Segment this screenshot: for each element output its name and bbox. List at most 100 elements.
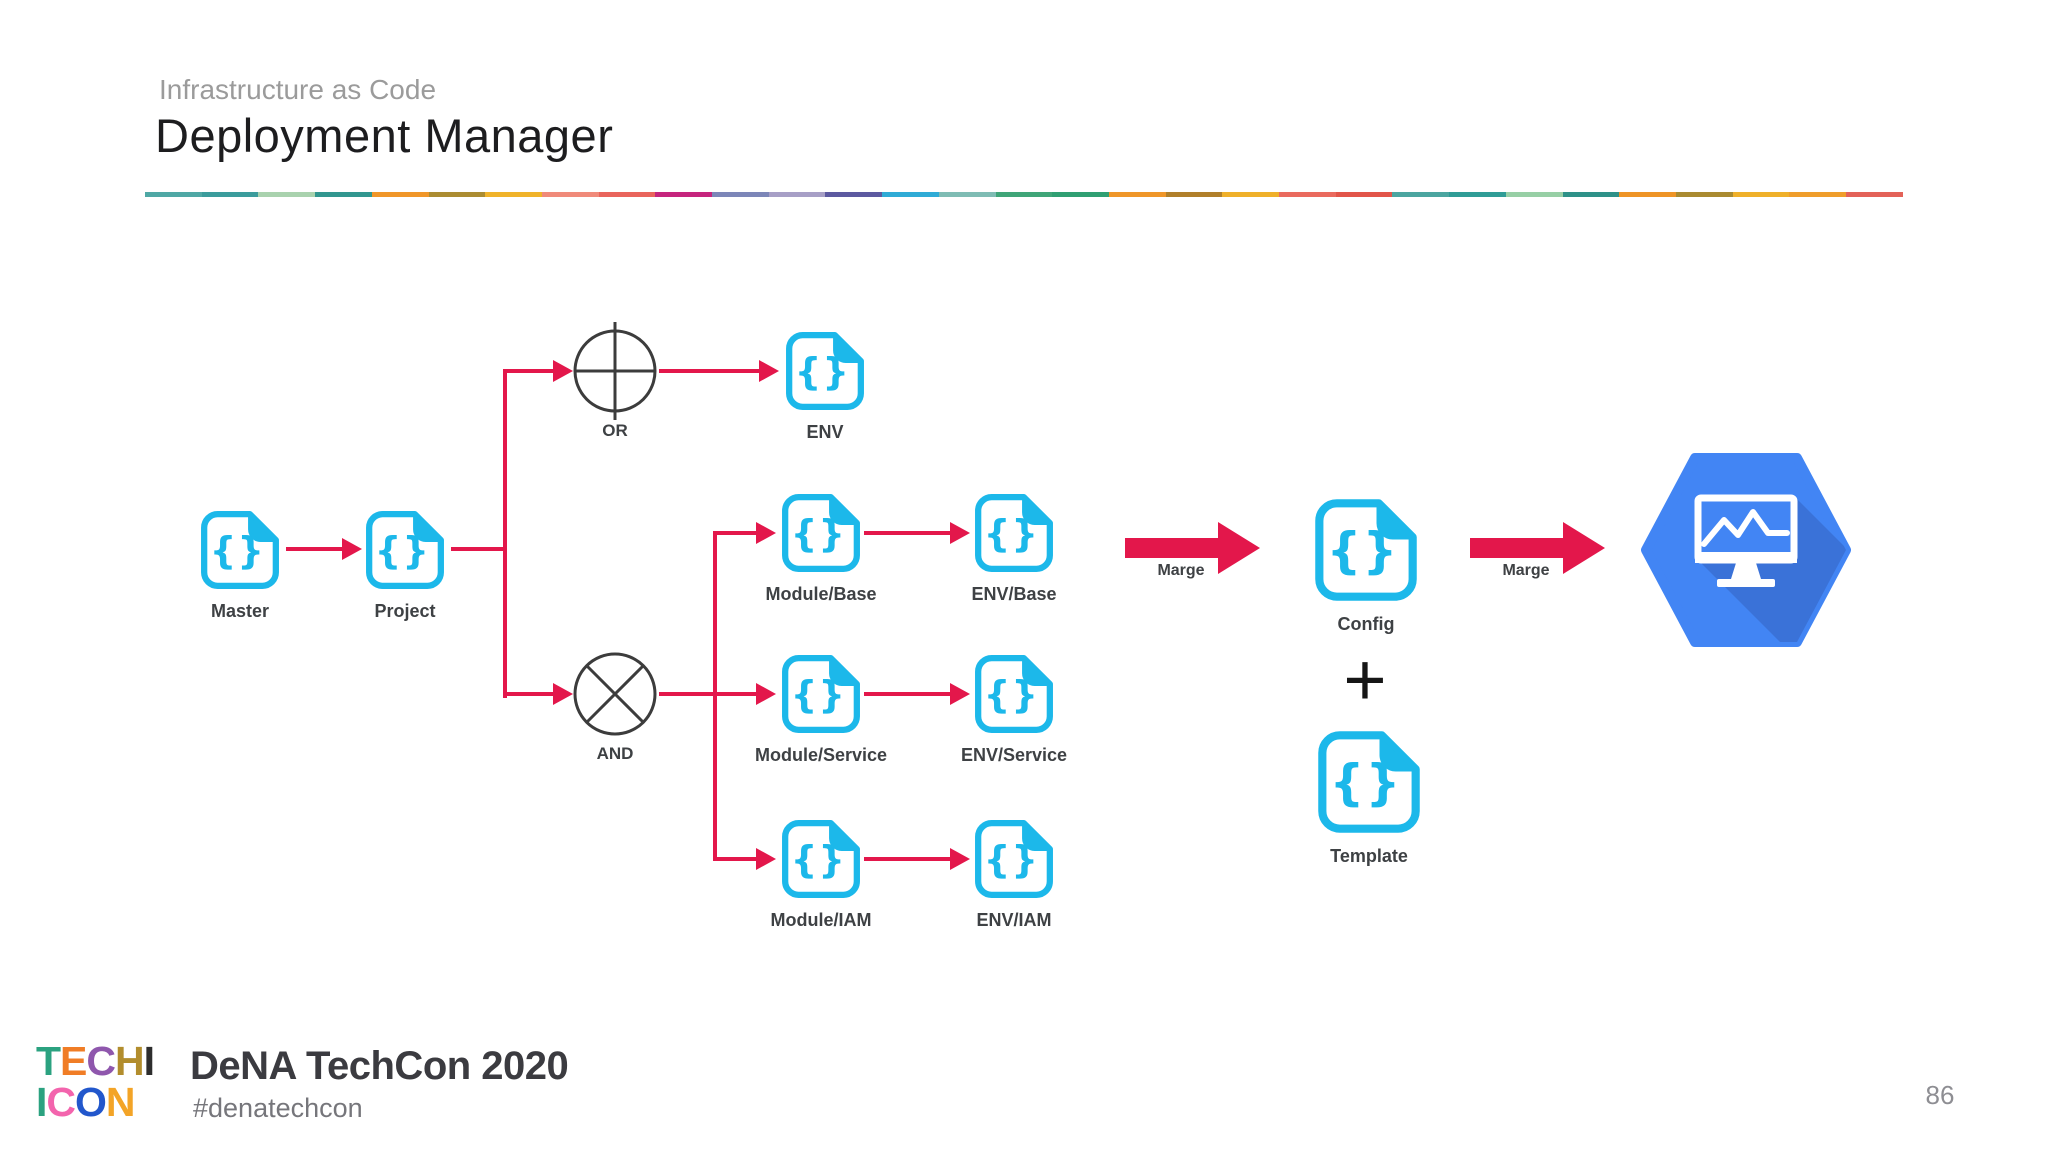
arrow-branch-to-or xyxy=(505,369,553,373)
divider-segment xyxy=(1165,192,1223,197)
svg-text:{}: {} xyxy=(791,837,846,881)
line-fanout-vertical xyxy=(713,531,717,861)
svg-text:{}: {} xyxy=(1326,523,1398,580)
merge-arrow-2-label: Marge xyxy=(1502,562,1550,579)
arrowhead xyxy=(342,538,362,560)
divider-segment xyxy=(1846,192,1903,197)
gate-label: OR xyxy=(602,421,628,440)
arrowhead xyxy=(759,360,779,382)
arrowhead xyxy=(553,360,573,382)
code-file-icon: {} xyxy=(1318,731,1420,833)
code-file-icon: {} xyxy=(786,332,864,410)
divider-segment xyxy=(1279,192,1336,197)
divider-segment xyxy=(882,192,939,197)
node-env: {} ENV xyxy=(725,328,925,443)
logo-letter: C xyxy=(46,1079,76,1125)
svg-text:{}: {} xyxy=(984,511,1039,555)
and-gate-icon xyxy=(573,652,657,736)
node-label: Module/Base xyxy=(765,584,877,604)
divider-segment xyxy=(1108,192,1166,197)
logo-letter: I xyxy=(36,1079,47,1125)
merge-arrow-1-head xyxy=(1218,522,1260,574)
node-label: Module/Service xyxy=(754,745,888,765)
node-module-iam: {} Module/IAM xyxy=(721,816,921,931)
arrow-fanout-to-module-iam xyxy=(715,857,756,861)
svg-text:{}: {} xyxy=(791,511,846,555)
logo-letter: C xyxy=(86,1038,116,1084)
slide-kicker: Infrastructure as Code xyxy=(159,74,437,105)
techcon-logo-row2: ICON xyxy=(36,1082,154,1123)
or-gate-icon xyxy=(573,322,657,420)
logo-letter: T xyxy=(36,1038,61,1084)
node-label: Config xyxy=(1337,614,1395,634)
node-label: Template xyxy=(1330,846,1408,866)
node-label: Module/IAM xyxy=(770,910,872,930)
divider-segment xyxy=(1675,192,1733,197)
gcp-deployment-manager-icon xyxy=(1641,453,1851,647)
code-file-icon: {} xyxy=(975,655,1053,733)
arrowhead xyxy=(950,848,970,870)
divider-segment xyxy=(825,192,883,197)
code-file-icon: {} xyxy=(782,655,860,733)
divider-segment xyxy=(541,192,599,197)
node-master: {} Master xyxy=(140,507,340,622)
node-label: ENV/IAM xyxy=(976,910,1052,930)
node-config: {} Config xyxy=(1266,494,1466,635)
node-label: ENV xyxy=(806,422,844,442)
svg-text:{}: {} xyxy=(984,672,1039,716)
techcon-logo-row1: TECHI xyxy=(36,1038,155,1084)
node-module-service: {} Module/Service xyxy=(721,651,921,766)
arrowhead xyxy=(950,522,970,544)
arrow-branch-to-and xyxy=(505,692,553,696)
merge-arrow-2 xyxy=(1470,538,1563,558)
gate-label: AND xyxy=(596,744,634,763)
techcon-logo: TECHI ICON xyxy=(36,1038,155,1123)
node-label: ENV/Base xyxy=(971,584,1057,604)
logo-letter: H xyxy=(115,1038,145,1084)
node-project: {} Project xyxy=(305,507,505,622)
arrow-module-base-to-env-base xyxy=(864,531,950,535)
divider-segment xyxy=(371,192,429,197)
gate-and: AND xyxy=(555,651,675,764)
divider-segment xyxy=(258,192,316,197)
page-title: Deployment Manager xyxy=(155,109,614,162)
divider-segment xyxy=(1449,192,1506,197)
divider-segment xyxy=(995,192,1053,197)
code-file-icon: {} xyxy=(975,494,1053,572)
arrowhead xyxy=(756,683,776,705)
merge-arrow-2-head xyxy=(1563,522,1605,574)
node-label: Master xyxy=(210,601,270,621)
divider-segment xyxy=(1732,192,1790,197)
arrow-or-to-env xyxy=(659,369,759,373)
code-file-icon: {} xyxy=(1315,499,1417,601)
divider-segment xyxy=(1562,192,1620,197)
logo-letter: E xyxy=(60,1038,87,1084)
node-label: ENV/Service xyxy=(960,745,1068,765)
arrowhead xyxy=(950,683,970,705)
svg-text:{}: {} xyxy=(375,528,430,572)
merge-arrow-1-label: Marge xyxy=(1157,562,1205,579)
divider-segment xyxy=(1335,192,1393,197)
arrowhead xyxy=(756,848,776,870)
divider-segment xyxy=(655,192,713,197)
divider-segment xyxy=(428,192,486,197)
divider-segment xyxy=(938,192,996,197)
divider-segment xyxy=(145,192,202,197)
code-file-icon: {} xyxy=(366,511,444,589)
svg-text:{}: {} xyxy=(795,349,850,393)
divider-segment xyxy=(485,192,542,197)
line-branch-vertical xyxy=(503,369,507,698)
code-file-icon: {} xyxy=(782,494,860,572)
event-brand: DeNA TechCon 2020 xyxy=(190,1044,569,1088)
arrow-fanout-to-module-base xyxy=(715,531,756,535)
divider-segment xyxy=(598,192,656,197)
code-file-icon: {} xyxy=(201,511,279,589)
arrow-module-service-to-env-service xyxy=(864,692,950,696)
divider-segment xyxy=(712,192,769,197)
rainbow-divider xyxy=(145,192,1903,197)
divider-segment xyxy=(1789,192,1847,197)
code-file-icon: {} xyxy=(782,820,860,898)
svg-text:{}: {} xyxy=(791,672,846,716)
code-file-icon: {} xyxy=(975,820,1053,898)
